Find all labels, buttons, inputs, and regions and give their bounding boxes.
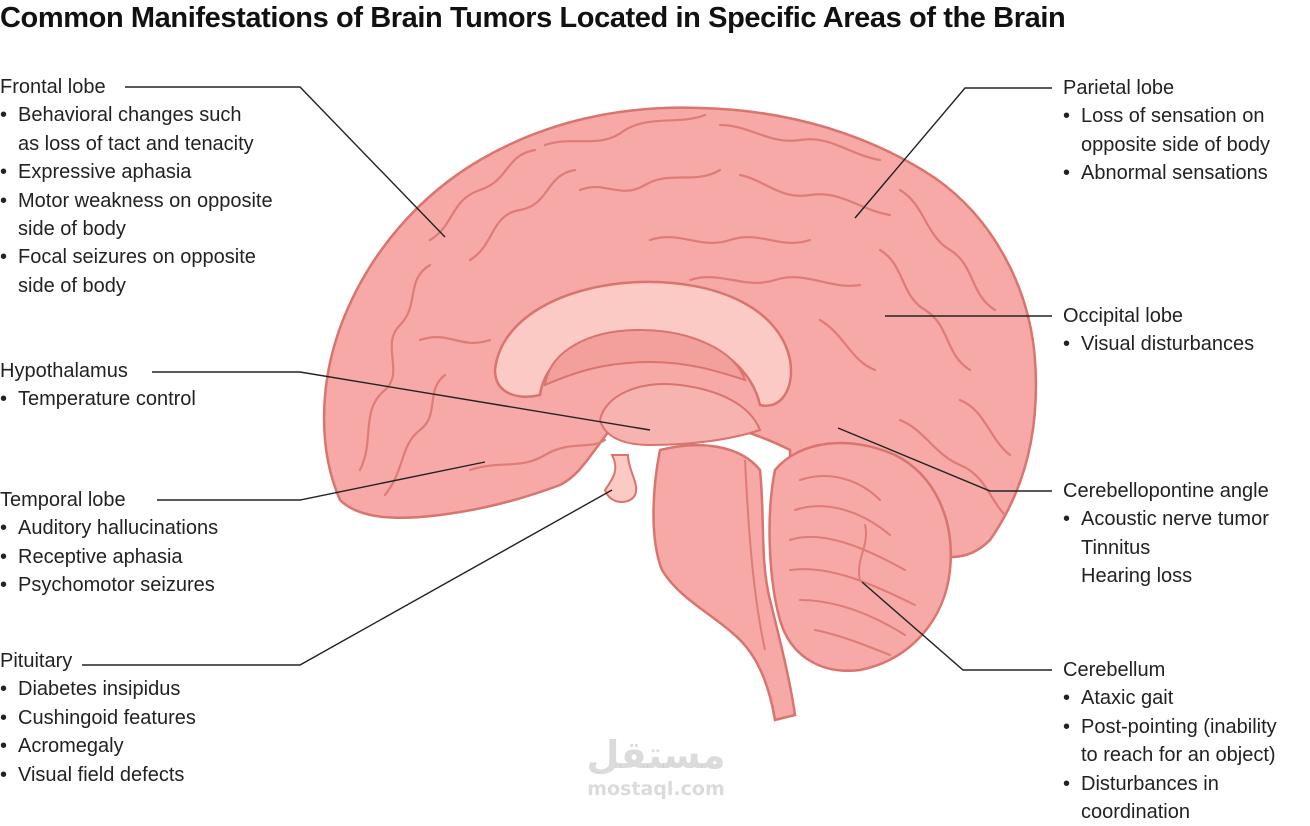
frontal-item: Motor weakness on opposite bbox=[0, 187, 273, 216]
parietal-item: Loss of sensation on bbox=[1063, 102, 1270, 131]
pituitary-list: Diabetes insipidus Cushingoid features A… bbox=[0, 675, 196, 789]
frontal-item: as loss of tact and tenacity bbox=[18, 132, 254, 155]
thalamus bbox=[598, 383, 762, 447]
parietal-item: Abnormal sensations bbox=[1063, 159, 1270, 188]
label-pituitary: Pituitary Diabetes insipidus Cushingoid … bbox=[0, 647, 196, 789]
cerebellum-item: Post-pointing (inability bbox=[1063, 713, 1277, 742]
parietal-item: opposite side of body bbox=[1081, 133, 1271, 156]
cerebellopontine-item: Tinnitus bbox=[1081, 536, 1151, 559]
diagram-title: Common Manifestations of Brain Tumors Lo… bbox=[0, 2, 1066, 34]
frontal-item: side of body bbox=[18, 274, 126, 297]
label-cerebellum-head: Cerebellum bbox=[1063, 659, 1166, 681]
cerebellum bbox=[768, 441, 952, 673]
pituitary-gland bbox=[603, 454, 638, 503]
label-parietal-head: Parietal lobe bbox=[1063, 77, 1175, 99]
label-temporal-lobe: Temporal lobe Auditory hallucinations Re… bbox=[0, 486, 218, 600]
pituitary-item: Acromegaly bbox=[0, 732, 196, 761]
leader-temporal bbox=[157, 461, 486, 501]
frontal-item: Expressive aphasia bbox=[0, 158, 273, 187]
frontal-item: side of body bbox=[18, 218, 126, 241]
cerebellopontine-item: Hearing loss bbox=[1081, 565, 1193, 588]
leader-frontal bbox=[125, 86, 446, 238]
hypothalamus-list: Temperature control bbox=[0, 385, 196, 414]
pituitary-item: Cushingoid features bbox=[0, 704, 196, 733]
label-frontal-lobe: Frontal lobe Behavioral changes such as … bbox=[0, 73, 273, 300]
occipital-list: Visual disturbances bbox=[1063, 330, 1254, 359]
temporal-list: Auditory hallucinations Receptive aphasi… bbox=[0, 514, 218, 600]
pituitary-item: Visual field defects bbox=[0, 761, 196, 790]
leader-cerebellopontine bbox=[837, 427, 1052, 492]
temporal-item: Auditory hallucinations bbox=[0, 514, 218, 543]
frontal-item: Focal seizures on opposite bbox=[0, 243, 273, 272]
cerebellum-list: Ataxic gait Post-pointing (inability to … bbox=[1063, 684, 1277, 826]
temporal-item: Psychomotor seizures bbox=[0, 571, 218, 600]
temporal-item: Receptive aphasia bbox=[0, 543, 218, 572]
cerebellopontine-list: Acoustic nerve tumor Tinnitus Hearing lo… bbox=[1063, 505, 1269, 590]
label-cerebellum: Cerebellum Ataxic gait Post-pointing (in… bbox=[1063, 656, 1277, 826]
frontal-item: Behavioral changes such bbox=[0, 101, 273, 130]
cerebellum-item: coordination bbox=[1081, 801, 1190, 824]
label-hypothalamus: Hypothalamus Temperature control bbox=[0, 357, 196, 414]
label-temporal-head: Temporal lobe bbox=[0, 489, 126, 511]
parietal-list: Loss of sensation on opposite side of bo… bbox=[1063, 102, 1271, 188]
lateral-ventricle bbox=[543, 328, 747, 387]
label-cerebellopontine-angle: Cerebellopontine angle Acoustic nerve tu… bbox=[1063, 477, 1269, 591]
brainstem-fold bbox=[744, 459, 766, 651]
hypothalamus-item: Temperature control bbox=[0, 385, 196, 414]
occipital-item: Visual disturbances bbox=[1063, 330, 1254, 359]
label-cerebellopontine-head: Cerebellopontine angle bbox=[1063, 480, 1269, 502]
cerebellum-item: Ataxic gait bbox=[1063, 684, 1277, 713]
leader-cerebellum bbox=[861, 581, 1052, 671]
leader-pituitary bbox=[82, 489, 613, 666]
frontal-list: Behavioral changes such as loss of tact … bbox=[0, 101, 273, 300]
gyri-folds bbox=[358, 113, 1012, 517]
cerebellum-item: to reach for an object) bbox=[1081, 744, 1276, 767]
cerebellum-folia bbox=[789, 475, 916, 656]
cerebellum-item: Disturbances in bbox=[1063, 770, 1277, 799]
corpus-callosum bbox=[493, 280, 793, 408]
label-frontal-head: Frontal lobe bbox=[0, 76, 106, 98]
label-occipital-head: Occipital lobe bbox=[1063, 305, 1184, 327]
label-occipital-lobe: Occipital lobe Visual disturbances bbox=[1063, 302, 1254, 359]
leader-parietal bbox=[854, 87, 1052, 219]
leader-hypothalamus bbox=[152, 371, 651, 431]
cerebellopontine-item: Acoustic nerve tumor bbox=[1063, 505, 1269, 534]
pituitary-item: Diabetes insipidus bbox=[0, 675, 196, 704]
label-pituitary-head: Pituitary bbox=[0, 650, 73, 672]
label-hypothalamus-head: Hypothalamus bbox=[0, 360, 128, 382]
label-parietal-lobe: Parietal lobe Loss of sensation on oppos… bbox=[1063, 74, 1270, 188]
brainstem bbox=[652, 444, 797, 722]
